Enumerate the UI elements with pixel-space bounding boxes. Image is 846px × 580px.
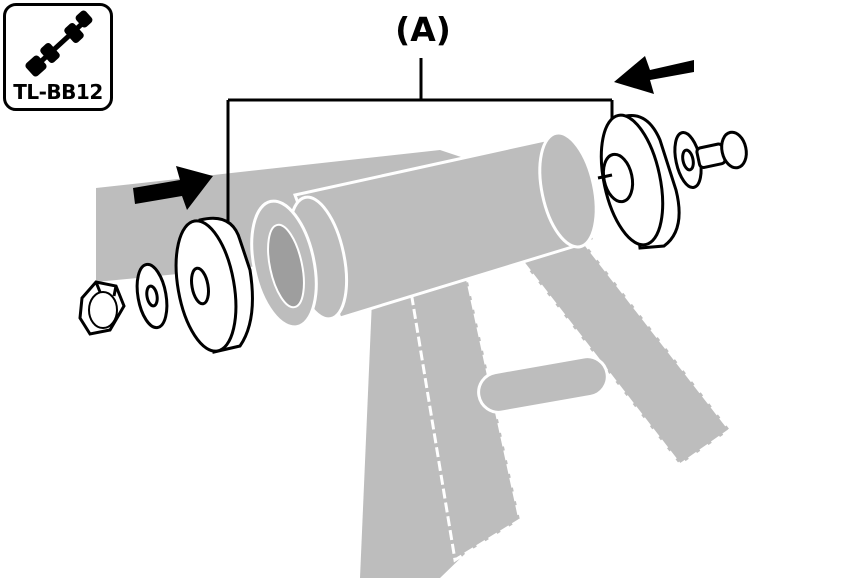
washer-right	[673, 130, 703, 190]
bottom-bracket-press-tool-icon	[25, 10, 93, 77]
arrow-left-icon	[614, 56, 694, 94]
press-bolt	[597, 130, 748, 180]
adapter-right	[599, 113, 681, 250]
callout-label-a: (A)	[395, 10, 451, 49]
adapter-left	[174, 216, 254, 354]
hex-nut	[78, 280, 126, 336]
bottom-bracket-shell	[250, 131, 598, 329]
washer-left	[135, 262, 169, 330]
arrow-right-icon	[133, 166, 213, 210]
chainstay-bridge	[477, 355, 609, 414]
tool-code-label: TL-BB12	[13, 80, 103, 104]
tool-badge: TL-BB12	[3, 3, 113, 111]
